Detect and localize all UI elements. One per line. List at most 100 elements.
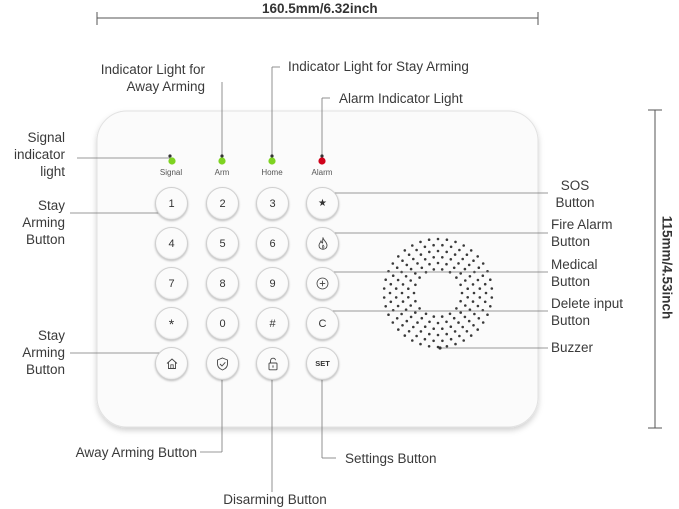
- speaker-hole: [484, 291, 488, 295]
- speaker-hole: [416, 262, 419, 265]
- speaker-hole: [452, 316, 456, 320]
- speaker-hole: [436, 333, 440, 337]
- speaker-hole: [472, 259, 475, 263]
- indicator-label-alarm: Alarm: [311, 168, 333, 177]
- key-8[interactable]: 8: [206, 267, 239, 300]
- away-arming-button[interactable]: [206, 347, 239, 380]
- key-star[interactable]: *: [155, 307, 188, 340]
- speaker-hole: [405, 319, 409, 323]
- speaker-hole: [478, 296, 482, 299]
- speaker-hole: [388, 291, 392, 295]
- speaker-hole: [459, 283, 462, 287]
- home-led: [268, 157, 276, 165]
- speaker-hole: [454, 240, 457, 244]
- indicator-label-home: Home: [261, 168, 283, 177]
- speaker-hole: [469, 249, 473, 252]
- speaker-hole: [423, 258, 427, 261]
- medical-cross-icon: [316, 277, 329, 290]
- speaker-hole: [414, 283, 417, 287]
- speaker-hole: [432, 243, 435, 247]
- callout-stay-arming-indicator: Indicator Light for Stay Arming: [288, 59, 469, 74]
- speaker-hole: [459, 311, 463, 314]
- height-dimension-label: 115mm/4.53inch: [659, 215, 675, 320]
- speaker-hole: [428, 262, 431, 266]
- speaker-hole: [404, 308, 408, 312]
- speaker-hole: [459, 299, 462, 303]
- callout-stay-arming-button-bottom: Stay Arming Button: [22, 328, 65, 377]
- speaker-hole: [476, 328, 480, 331]
- speaker-hole: [432, 315, 436, 318]
- speaker-hole: [472, 291, 476, 295]
- speaker-hole: [457, 321, 460, 324]
- callout-settings-button: Settings Button: [345, 451, 437, 466]
- key-9[interactable]: 9: [256, 267, 289, 300]
- speaker-hole: [432, 327, 436, 331]
- medical-button[interactable]: [306, 267, 339, 300]
- speaker-hole: [448, 312, 452, 316]
- speaker-hole: [391, 321, 395, 324]
- speaker-hole: [461, 257, 465, 261]
- speaker-hole: [477, 266, 481, 270]
- unlock-icon: [268, 357, 277, 370]
- speaker-hole: [405, 263, 409, 267]
- fire-alarm-button[interactable]: [306, 227, 339, 260]
- disarming-button[interactable]: [256, 347, 289, 380]
- key-4[interactable]: 4: [155, 227, 188, 260]
- speaker-hole: [449, 245, 453, 249]
- speaker-hole: [441, 327, 444, 331]
- speaker-hole: [481, 321, 485, 324]
- speaker-hole: [463, 267, 467, 271]
- speaker-hole: [419, 330, 423, 333]
- speaker-hole: [460, 291, 464, 295]
- callout-fire-alarm-button: Fire Alarm Button: [551, 217, 613, 249]
- callout-disarming-button: Disarming Button: [223, 492, 327, 507]
- speaker-hole: [478, 287, 482, 290]
- speaker-hole: [465, 253, 469, 256]
- delete-input-button[interactable]: C: [306, 307, 339, 340]
- key-2[interactable]: 2: [206, 187, 239, 220]
- speaker-hole: [481, 274, 485, 278]
- speaker-hole: [423, 337, 427, 341]
- speaker-hole: [416, 321, 419, 324]
- key-5[interactable]: 5: [206, 227, 239, 260]
- speaker-hole: [467, 263, 471, 267]
- alarm-led: [318, 157, 326, 165]
- speaker-hole: [415, 248, 418, 252]
- shield-check-icon: [217, 357, 228, 370]
- speaker-hole: [445, 320, 448, 324]
- speaker-hole: [453, 330, 457, 333]
- key-0[interactable]: 0: [206, 307, 239, 340]
- speaker-hole: [445, 262, 448, 266]
- speaker-hole: [401, 259, 404, 263]
- stay-arming-button[interactable]: [155, 347, 188, 380]
- speaker-hole: [449, 325, 453, 329]
- key-7[interactable]: 7: [155, 267, 188, 300]
- speaker-hole: [441, 255, 444, 259]
- callout-stay-arming-button-top: Stay Arming Button: [22, 198, 65, 247]
- speaker-hole: [459, 272, 463, 275]
- flame-icon: [318, 237, 327, 250]
- speaker-hole: [483, 300, 487, 304]
- speaker-hole: [468, 308, 472, 312]
- speaker-hole: [458, 334, 461, 338]
- key-3[interactable]: 3: [256, 187, 289, 220]
- key-1[interactable]: 1: [155, 187, 188, 220]
- speaker-hole: [428, 320, 431, 324]
- speaker-hole: [418, 307, 421, 310]
- speaker-hole: [463, 315, 467, 319]
- speaker-hole: [445, 345, 449, 348]
- speaker-hole: [462, 339, 466, 342]
- speaker-hole: [389, 300, 393, 304]
- speaker-hole: [382, 287, 386, 290]
- speaker-hole: [424, 312, 428, 316]
- key-6[interactable]: 6: [256, 227, 289, 260]
- speaker-hole: [449, 258, 453, 261]
- settings-button[interactable]: SET: [306, 347, 339, 380]
- speaker-hole: [436, 249, 440, 253]
- key-hash[interactable]: #: [256, 307, 289, 340]
- speaker-hole: [423, 325, 427, 329]
- speaker-hole: [469, 334, 473, 337]
- speaker-hole: [466, 287, 470, 291]
- callout-buzzer: Buzzer: [551, 340, 594, 355]
- sos-button[interactable]: ★: [306, 187, 339, 220]
